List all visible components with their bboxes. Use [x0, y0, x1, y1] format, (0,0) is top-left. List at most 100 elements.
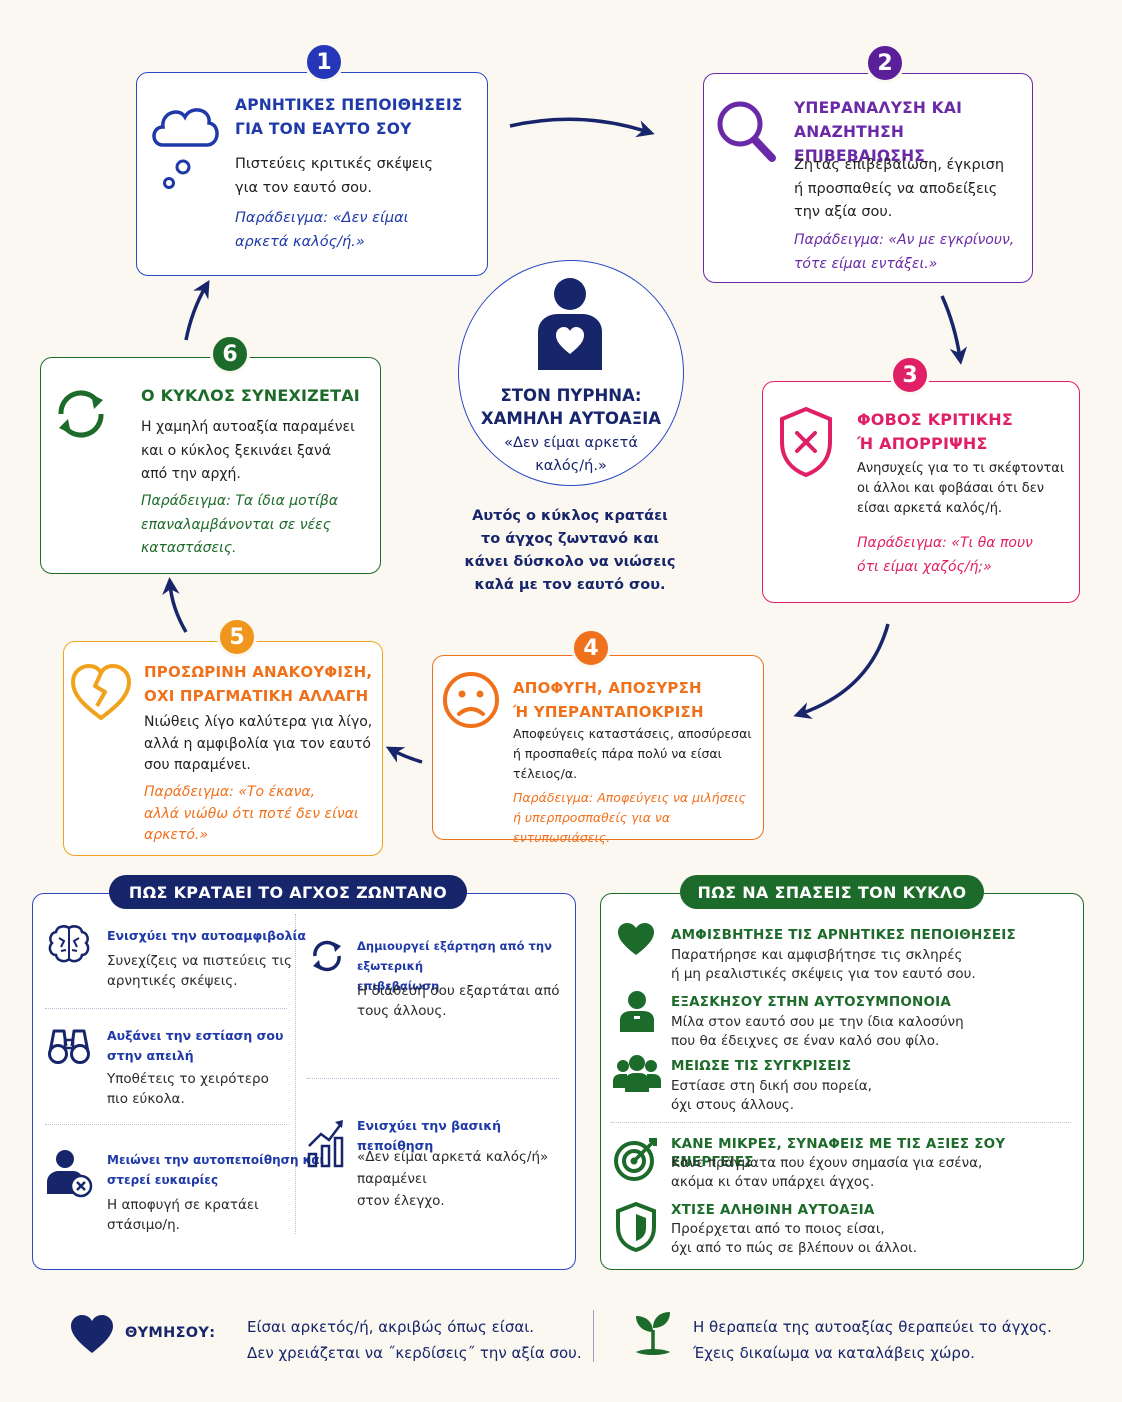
step-5-body-1: Νιώθεις λίγο καλύτερα για λίγο, [144, 714, 373, 730]
sad-face-icon [443, 672, 499, 728]
footer-right-line-2: Έχεις δικαίωμα να καταλάβεις χώρο. [693, 1344, 975, 1362]
core-caption-3: κάνει δύσκολο να νιώσεις [464, 554, 676, 570]
step-2-number: 2 [865, 43, 905, 83]
step-2-body-3: την αξία σου. [794, 204, 893, 220]
footer-left-line-1: Είσαι αρκετός/ή, ακριβώς όπως είσαι. [247, 1318, 535, 1336]
shield-heart-icon [616, 1202, 656, 1252]
step-1-body-1: Πιστεύεις κριτικές σκέψεις [235, 156, 434, 172]
step-3-number: 3 [890, 355, 930, 395]
anxiety-item-5-body-2: παραμένει [357, 1171, 427, 1187]
anxiety-item-1-body-2: αρνητικές σκέψεις. [107, 973, 238, 989]
anxiety-item-5-body-3: στον έλεγχο. [357, 1193, 445, 1209]
step-4-number: 4 [571, 628, 611, 668]
anxiety-item-2-body-2: πιο εύκολα. [107, 1091, 185, 1107]
step-6-body-2: και ο κύκλος ξεκινάει ξανά [141, 442, 332, 459]
step-5-number: 5 [217, 617, 257, 657]
step-4-title-1: ΑΠΟΦΥΓΗ, ΑΠΟΣΥΡΣΗ [513, 679, 702, 697]
loop-icon [313, 940, 341, 972]
group-icon [613, 1055, 661, 1092]
step-4-title-2: Ή ΥΠΕΡΑΝΤΑΠΟΚΡΙΣΗ [513, 703, 704, 721]
anxiety-item-5-body-1: «Δεν είμαι αρκετά καλός/ή» [357, 1149, 549, 1165]
step-6-example-3: καταστάσεις. [141, 540, 237, 556]
person-heart-icon [538, 278, 602, 370]
footer-divider [593, 1310, 594, 1362]
step-1-example-1: Παράδειγμα: «Δεν είμαι [235, 210, 409, 226]
broken-heart-icon [71, 664, 131, 720]
core-caption-1: Αυτός ο κύκλος κρατάει [472, 508, 668, 524]
anxiety-panel-header: ΠΩΣ ΚΡΑΤΑΕΙ ΤΟ ΑΓΧΟΣ ΖΩΝΤΑΝΟ [109, 875, 467, 909]
person-icon [620, 991, 654, 1032]
break-item-3-body-2: όχι στους άλλους. [671, 1097, 795, 1113]
anxiety-item-4-body-2: τους άλλους. [357, 1003, 447, 1019]
arrow-3-to-4 [793, 623, 890, 719]
core-caption-4: καλά με τον εαυτό σου. [474, 577, 666, 593]
break-item-4-body-1: Κάνε πράγματα που έχουν σημασία για εσέν… [671, 1155, 983, 1171]
step-1-number: 1 [304, 42, 344, 82]
step-1-title-1: ΑΡΝΗΤΙΚΕΣ ΠΕΠΟΙΘΗΣΕΙΣ [235, 96, 463, 114]
step-6-card: Ο ΚΥΚΛΟΣ ΣΥΝΕΧΙΖΕΤΑΙ Η χαμηλή αυτοαξία π… [40, 357, 381, 574]
step-3-card: ΦΟΒΟΣ ΚΡΙΤΙΚΗΣ Ή ΑΠΟΡΡΙΨΗΣ Ανησυχείς για… [762, 381, 1080, 603]
heart-icon [618, 923, 654, 955]
arrow-5-to-6 [162, 577, 188, 633]
break-item-5-title: ΧΤΙΣΕ ΑΛΗΘΙΝΗ ΑΥΤΟΑΞΙΑ [671, 1202, 875, 1218]
arrow-1-to-2 [509, 117, 655, 138]
target-icon [614, 1138, 657, 1181]
anxiety-item-3-title-1: Μειώνει την αυτοπεποίθηση και [107, 1153, 325, 1167]
step-3-example-2: ότι είμαι χαζός/ή;» [857, 558, 992, 575]
cycle-arrows [162, 117, 968, 764]
break-item-1-body-1: Παρατήρησε και αμφισβήτησε τις σκληρές [671, 947, 963, 963]
break-item-4-body-2: ακόμα κι όταν υπάρχει άγχος. [671, 1174, 875, 1190]
step-2-card: ΥΠΕΡΑΝΑΛΥΣΗ ΚΑΙ ΑΝΑΖΗΤΗΣΗ ΕΠΙΒΕΒΑΙΩΣΗΣ Ζ… [703, 73, 1033, 283]
step-2-title-2: ΑΝΑΖΗΤΗΣΗ ΕΠΙΒΕΒΑΙΩΣΗΣ [794, 123, 926, 165]
anxiety-item-3-body-2: στάσιμο/η. [107, 1217, 180, 1233]
break-cycle-panel: ΑΜΦΙΣΒΗΤΗΣΕ ΤΙΣ ΑΡΝΗΤΙΚΕΣ ΠΕΠΟΙΘΗΣΕΙΣ Πα… [600, 893, 1084, 1270]
footer-left-line-2: Δεν χρειάζεται να ˝κερδίσεις˝ την αξία σ… [247, 1344, 582, 1362]
step-3-title-2: Ή ΑΠΟΡΡΙΨΗΣ [857, 434, 988, 453]
anxiety-item-2-title-2: στην απειλή [107, 1048, 194, 1063]
step-6-number: 6 [210, 334, 250, 374]
binoculars-icon [48, 1029, 90, 1064]
sprout-icon [636, 1312, 670, 1355]
arrow-6-to-1 [184, 279, 210, 341]
step-5-title-1: ΠΡΟΣΩΡΙΝΗ ΑΝΑΚΟΥΦΙΣΗ, [144, 663, 373, 681]
step-6-body-1: Η χαμηλή αυτοαξία παραμένει [141, 419, 355, 435]
core-quote-1: «Δεν είμαι αρκετά [504, 435, 638, 451]
step-4-card: ΑΠΟΦΥΓΗ, ΑΠΟΣΥΡΣΗ Ή ΥΠΕΡΑΝΤΑΠΟΚΡΙΣΗ Αποφ… [432, 655, 764, 845]
anxiety-item-3-title-2: στερεί ευκαιρίες [107, 1173, 219, 1187]
growth-chart-icon [307, 1120, 344, 1168]
core-quote-2: καλός/ή.» [535, 458, 607, 474]
step-4-body-3: τέλειος/α. [513, 766, 578, 781]
step-6-body-3: από την αρχή. [141, 466, 241, 482]
arrow-4-to-5 [385, 746, 423, 764]
step-5-example-2: αλλά νιώθω ότι ποτέ δεν είναι [144, 805, 359, 822]
step-5-example-1: Παράδειγμα: «Το έκανα, [144, 784, 316, 800]
break-item-5-body-1: Προέρχεται από το ποιος είσαι, [671, 1221, 885, 1237]
break-cycle-panel-header: ΠΩΣ ΝΑ ΣΠΑΣΕΙΣ ΤΟΝ ΚΥΚΛΟ [680, 875, 984, 909]
step-5-body-3: σου παραμένει. [144, 757, 251, 773]
step-4-example-2: ή υπερπροσπαθείς για να εντυπωσιάσεις. [513, 810, 671, 845]
step-2-body-1: Ζητάς επιβεβαίωση, έγκριση [794, 157, 1005, 173]
break-item-2-body-1: Μίλα στον εαυτό σου με την ίδια καλοσύνη [671, 1014, 964, 1030]
step-1-example-2: αρκετά καλός/ή.» [235, 233, 365, 250]
anxiety-item-1-title: Ενισχύει την αυτοαμφιβολία [107, 928, 307, 943]
break-item-3-title: ΜΕΙΩΣΕ ΤΙΣ ΣΥΓΚΡΙΣΕΙΣ [671, 1058, 852, 1074]
break-item-5-body-2: όχι από το πώς σε βλέπουν οι άλλοι. [671, 1240, 918, 1256]
step-3-title-1: ΦΟΒΟΣ ΚΡΙΤΙΚΗΣ [857, 410, 1013, 429]
step-4-body-2: ή προσπαθείς πάρα πολύ να είσαι [513, 746, 722, 761]
break-item-2-body-2: που θα έδειχνες σε έναν καλό σου φίλο. [671, 1033, 940, 1049]
break-item-2-title: ΕΞΑΣΚΗΣΟΥ ΣΤΗΝ ΑΥΤΟΣΥΜΠΟΝΟΙΑ [671, 994, 952, 1010]
step-3-example-1: Παράδειγμα: «Τι θα πουν [857, 535, 1033, 551]
step-3-body-2: οι άλλοι και φοβάσαι ότι δεν [857, 481, 1044, 496]
break-item-4-title: ΚΑΝΕ ΜΙΚΡΕΣ, ΣΥΝΑΦΕΙΣ ΜΕ ΤΙΣ ΑΞΙΕΣ ΣΟΥ Ε… [671, 1136, 1006, 1170]
footer-label: ΘΥΜΗΣΟΥ: [125, 1325, 216, 1341]
core-title-1: ΣΤΟΝ ΠΥΡΗΝΑ: [500, 386, 642, 405]
step-4-example-1: Παράδειγμα: Αποφεύγεις να μιλήσεις [513, 790, 746, 805]
footer-right-line-1: Η θεραπεία της αυτοαξίας θεραπεύει το άγ… [693, 1318, 1052, 1336]
heart-icon [71, 1315, 113, 1353]
step-2-example-2: τότε είμαι εντάξει.» [794, 255, 938, 272]
step-1-title-2: ΓΙΑ ΤΟΝ ΕΑΥΤΟ ΣΟΥ [235, 120, 412, 138]
anxiety-item-4-body-1: Η διάθεσή σου εξαρτάται από [357, 983, 560, 999]
core-title-2: ΧΑΜΗΛΗ ΑΥΤΟΑΞΙΑ [480, 409, 662, 428]
anxiety-item-1-body-1: Συνεχίζεις να πιστεύεις τις [107, 953, 292, 969]
anxiety-item-2-title-1: Αυξάνει την εστίαση σου [107, 1028, 284, 1043]
